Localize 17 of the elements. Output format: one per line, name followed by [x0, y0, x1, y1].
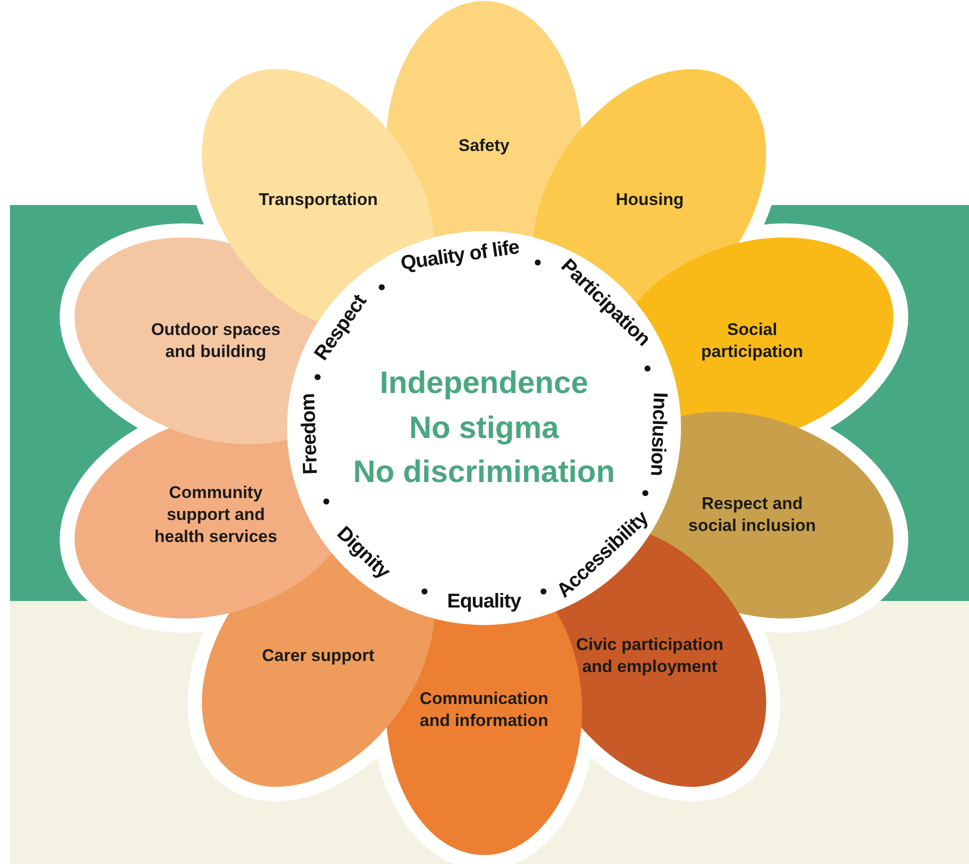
petal-label: Community support and health services	[153, 482, 278, 548]
petal-label: Civic participation and employment	[575, 634, 724, 678]
ring-word: Equality	[447, 590, 521, 614]
petal-label: Safety	[457, 134, 511, 157]
petal-label: Outdoor spaces and building	[150, 318, 282, 363]
center-heading: No stigma	[408, 408, 560, 447]
petal-label: Carer support	[261, 645, 376, 668]
petal-label: Transportation	[258, 188, 379, 211]
ring-word: Quality of life	[399, 236, 520, 276]
ring-word: Inclusion	[644, 392, 671, 476]
ring-word: Freedom	[297, 393, 323, 475]
petal-label: Communication and information	[418, 688, 550, 732]
center-heading: Independence	[378, 364, 590, 402]
center-heading: No discrimination	[353, 453, 615, 492]
petal-label: Social participation	[700, 318, 804, 363]
petal-label: Housing	[614, 188, 685, 211]
petal-label: Respect and social inclusion	[687, 493, 817, 538]
